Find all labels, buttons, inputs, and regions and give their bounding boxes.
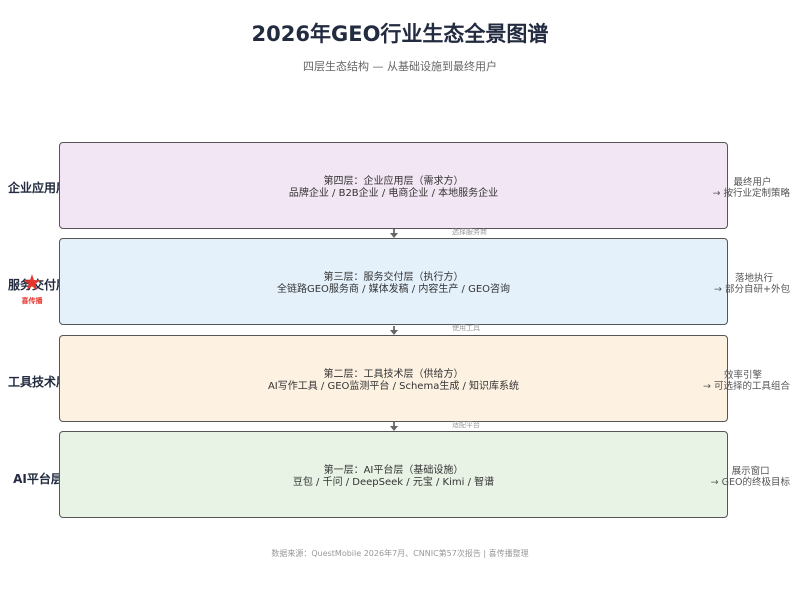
arrow-down-icon	[390, 426, 398, 431]
layer-note: 效率引擎 → 可选择的工具组合	[703, 370, 790, 392]
diagram-subtitle: 四层生态结构 — 从基础设施到最终用户	[303, 60, 497, 73]
connector-line	[393, 229, 395, 235]
brand-badge: ★ 喜传播	[18, 273, 46, 306]
layer-items: 品牌企业 / B2B企业 / 电商企业 / 本地服务企业	[288, 188, 499, 199]
note-detail: → 部分自研+外包	[714, 284, 790, 295]
note-title: 展示窗口	[731, 466, 770, 477]
layer-items: AI写作工具 / GEO监测平台 / Schema生成 / 知识库系统	[267, 381, 520, 392]
connector-line	[393, 326, 395, 332]
layer-service-delivery: 第三层：服务交付层（执行方） 全链路GEO服务商 / 媒体发稿 / 内容生产 /…	[59, 238, 728, 325]
side-label-ai-platform: AI平台层	[13, 472, 63, 486]
layer-ai-platform: 第一层：AI平台层（基础设施） 豆包 / 千问 / DeepSeek / 元宝 …	[59, 431, 728, 518]
arrow-down-icon	[390, 330, 398, 335]
note-detail: → GEO的终极目标	[710, 477, 790, 488]
layer-heading: 第三层：服务交付层（执行方）	[323, 272, 464, 283]
layer-note: 最终用户 → 按行业定制策略	[713, 177, 790, 199]
star-icon: ★	[22, 271, 42, 296]
connector-label: 使用工具	[452, 324, 480, 332]
connector-label: 适配平台	[452, 421, 480, 429]
layer-note: 落地执行 → 部分自研+外包	[714, 273, 790, 295]
layer-tools-technology: 第二层：工具技术层（供给方） AI写作工具 / GEO监测平台 / Schema…	[59, 335, 728, 422]
layer-items: 豆包 / 千问 / DeepSeek / 元宝 / Kimi / 智谱	[292, 477, 495, 488]
connector-label: 选择服务商	[452, 228, 487, 236]
layer-heading: 第二层：工具技术层（供给方）	[323, 369, 464, 380]
connector-line	[393, 422, 395, 428]
source-footer: 数据来源：QuestMobile 2026年7月、CNNIC第57次报告 | 喜…	[271, 549, 529, 558]
note-detail: → 按行业定制策略	[712, 188, 790, 199]
badge-text: 喜传播	[21, 297, 43, 305]
note-title: 效率引擎	[724, 370, 763, 381]
diagram-title: 2026年GEO行业生态全景图谱	[251, 22, 549, 46]
layer-enterprise-application: 第四层：企业应用层（需求方） 品牌企业 / B2B企业 / 电商企业 / 本地服…	[59, 142, 728, 229]
layer-heading: 第一层：AI平台层（基础设施）	[323, 465, 464, 476]
note-title: 最终用户	[733, 177, 772, 188]
side-label-tools: 工具技术层	[7, 375, 68, 389]
layer-note: 展示窗口 → GEO的终极目标	[711, 466, 790, 488]
note-detail: → 可选择的工具组合	[703, 381, 790, 392]
layer-heading: 第四层：企业应用层（需求方）	[323, 176, 464, 187]
layer-items: 全链路GEO服务商 / 媒体发稿 / 内容生产 / GEO咨询	[276, 284, 511, 295]
note-title: 落地执行	[735, 273, 774, 284]
side-label-service: 服务交付层	[7, 278, 68, 292]
arrow-down-icon	[390, 233, 398, 238]
side-label-enterprise: 企业应用层	[7, 181, 68, 195]
